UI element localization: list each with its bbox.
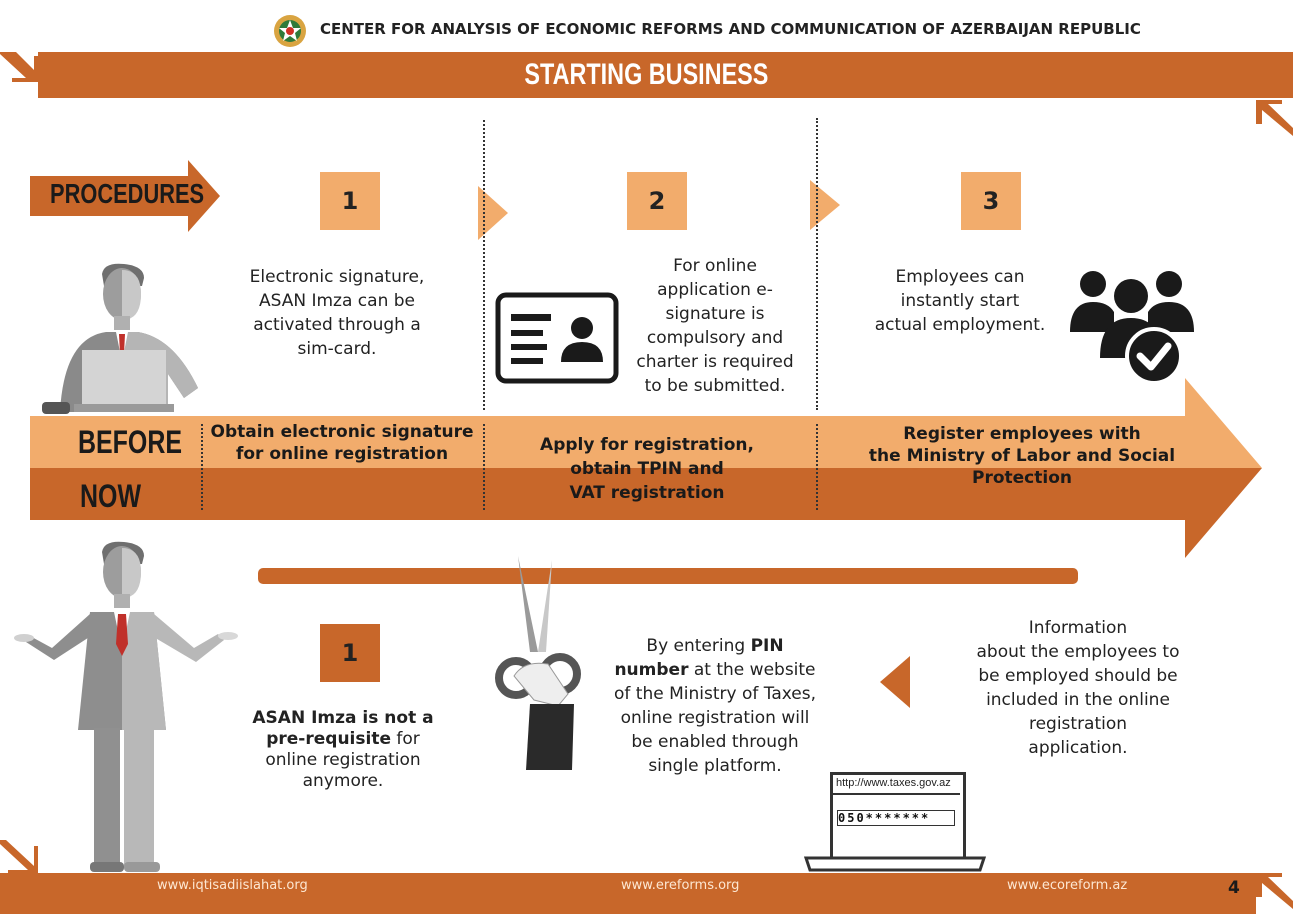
page-title: STARTING BUSINESS xyxy=(524,58,769,91)
corner-arrow-icon xyxy=(0,840,38,874)
now-step-1-text: ASAN Imza is not a pre-requisite for onl… xyxy=(252,708,434,791)
browser-url: http://www.taxes.gov.az xyxy=(836,777,951,789)
procedures-arrow xyxy=(30,160,220,232)
footer-bar xyxy=(0,873,1293,914)
separator xyxy=(483,424,485,510)
step-number-box: 1 xyxy=(320,172,380,230)
step-number-box: 2 xyxy=(627,172,687,230)
footer-link-3[interactable]: www.ecoreform.az xyxy=(1007,878,1128,893)
now-step-2-text: By entering PIN number at the website of… xyxy=(614,636,816,776)
separator xyxy=(201,424,203,510)
before-step-1-text: Electronic signature,ASAN Imza can be ac… xyxy=(249,267,425,359)
id-card-icon xyxy=(495,292,619,384)
step-number-box: 3 xyxy=(961,172,1021,230)
before-step-2-band-label: Apply for registration,obtain TPIN and V… xyxy=(540,435,754,503)
chevron-right-icon xyxy=(810,180,840,230)
footer-link-1[interactable]: www.iqtisadiislahat.org xyxy=(157,878,308,893)
page-number: 4 xyxy=(1228,878,1240,898)
separator xyxy=(816,118,818,410)
corner-arrow-icon xyxy=(1256,100,1293,136)
corner-arrow-icon xyxy=(0,52,38,98)
now-step-number-box: 1 xyxy=(320,624,380,682)
businessman-shrug-illustration xyxy=(14,541,238,872)
chevron-right-icon xyxy=(478,186,508,240)
employees-check-icon xyxy=(1070,271,1194,385)
corner-arrow-icon xyxy=(1256,873,1293,909)
now-bar xyxy=(258,568,1078,584)
title-banner xyxy=(38,52,1293,98)
org-name: CENTER FOR ANALYSIS OF ECONOMIC REFORMS … xyxy=(320,20,1141,38)
timeline-arrow xyxy=(30,378,1262,558)
before-label: BEFORE xyxy=(78,424,183,460)
businessman-laptop-illustration xyxy=(42,263,198,414)
footer-link-2[interactable]: www.ereforms.org xyxy=(621,878,740,893)
chevron-left-icon xyxy=(880,656,910,708)
pin-input: 050******* xyxy=(837,810,955,826)
scissors-icon xyxy=(495,556,581,770)
laptop-base-icon xyxy=(804,856,986,872)
procedures-label: PROCEDURES xyxy=(50,178,205,209)
now-label: NOW xyxy=(80,478,141,514)
separator xyxy=(816,424,818,510)
separator xyxy=(483,120,485,410)
browser-divider xyxy=(833,793,960,795)
coat-of-arms-icon xyxy=(274,15,306,47)
